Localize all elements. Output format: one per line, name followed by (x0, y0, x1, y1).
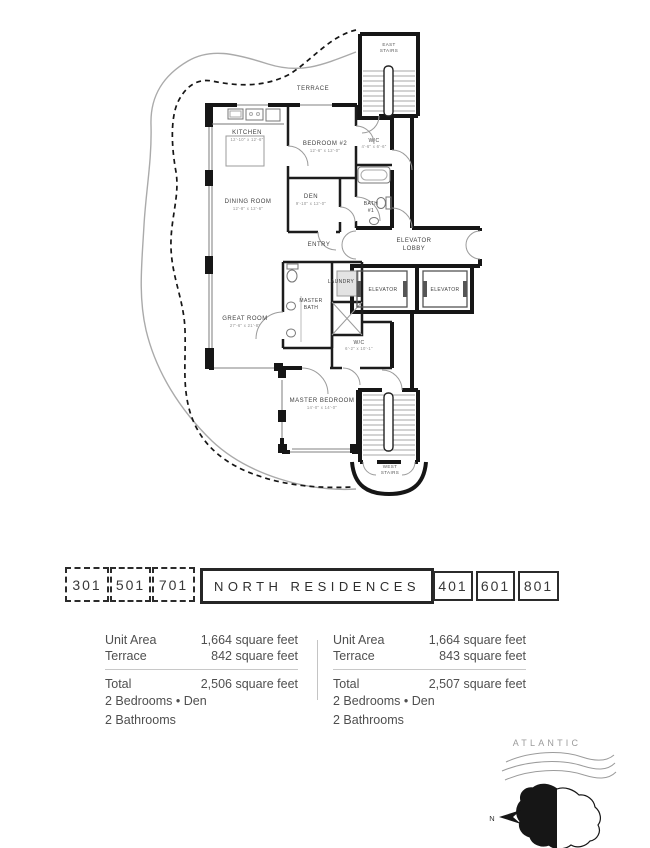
entry-label: ENTRY (308, 242, 331, 248)
bath1-label2: #1 (368, 208, 374, 214)
structural-columns (205, 103, 359, 453)
elevator-a-label: ELEVATOR (368, 287, 397, 293)
elevator-cab-1 (356, 270, 408, 308)
total-area-label: Total (105, 677, 132, 691)
unit-details-left: Unit Area 1,664 square feet Terrace 842 … (105, 632, 298, 730)
bath1-label: BATH (364, 201, 379, 207)
unit-number: 501 (115, 576, 146, 593)
unit-box-601: 601 (476, 571, 515, 601)
room-labels: TERRACE EAST STAIRS KITCHEN 12'-10" x 12… (222, 42, 459, 475)
unit-number: 401 (438, 578, 468, 594)
kitchen-island (225, 135, 265, 167)
master-bedroom-label: MASTER BEDROOM (290, 398, 355, 404)
east-stairs-label2: STAIRS (380, 48, 398, 53)
sink-icon-3 (286, 328, 296, 338)
great-room-dims: 27'-6" x 21'-8" (230, 323, 260, 328)
site-plan-icon (516, 783, 601, 848)
master-bedroom-dims: 14'-0" x 14'-0" (307, 405, 337, 410)
unit-box-501: 501 (110, 567, 151, 602)
fridge-icon (265, 108, 281, 122)
terrace-area-label: Terrace (105, 649, 147, 663)
dining-label: DINING ROOM (225, 199, 272, 205)
columns-divider (317, 640, 318, 700)
elevator-cab-2 (422, 270, 468, 308)
floor-plan-drawing: TERRACE EAST STAIRS KITCHEN 12'-10" x 12… (140, 29, 482, 497)
terrace-area-label: Terrace (333, 649, 375, 663)
west-stairs-label2: STAIRS (381, 470, 399, 475)
cooktop-icon (245, 108, 264, 121)
east-stairs (363, 65, 415, 117)
exterior-walls (209, 32, 482, 497)
total-area-value: 2,507 square feet (428, 677, 526, 691)
total-area-value: 2,506 square feet (200, 677, 298, 691)
sink-icon-2 (286, 301, 296, 311)
bathtub-icon (357, 166, 391, 184)
master-bath-label2: BATH (304, 305, 319, 311)
den-label: DEN (304, 194, 318, 200)
kitchen-dims: 12'-10" x 12'-6" (231, 137, 264, 142)
unit-number: 601 (480, 578, 511, 594)
master-bath-label: MASTER (299, 298, 322, 304)
total-area-label: Total (333, 677, 360, 691)
north-label: N (489, 814, 494, 823)
residences-title-text: NORTH RESIDENCES (213, 578, 421, 594)
details-divider (333, 669, 526, 670)
north-arrow-icon: N (489, 810, 521, 824)
sink-icon (369, 217, 379, 225)
elevator-b-label: ELEVATOR (430, 287, 459, 293)
ocean-waves-icon (501, 752, 617, 781)
wic-lower-dims: 6'-2" x 10'-1" (345, 346, 373, 351)
unit-area-label: Unit Area (333, 633, 385, 647)
unit-box-401: 401 (433, 571, 473, 601)
elevator-lobby-label2: LOBBY (403, 246, 426, 252)
den-dims: 9'-10" x 12'-0" (296, 201, 326, 206)
kitchen-label: KITCHEN (232, 130, 262, 136)
toilet-icon-2 (286, 269, 298, 283)
kitchen-sink-icon (227, 108, 244, 120)
unit-number: 801 (523, 578, 554, 594)
residences-title: NORTH RESIDENCES (200, 568, 434, 604)
bedroom2-dims: 12'-6" x 12'-0" (310, 148, 340, 153)
bedrooms-line: 2 Bedrooms • Den (333, 694, 435, 708)
wic-lower-label: W/C (354, 340, 365, 346)
unit-number: 701 (158, 576, 189, 593)
unit-details-right: Unit Area 1,664 square feet Terrace 843 … (333, 632, 526, 730)
atlantic-label: ATLANTIC (513, 738, 581, 748)
wic-upper-label: W/C (369, 138, 380, 144)
terrace-edge-line (140, 51, 357, 491)
west-stairs-label: WEST (383, 464, 398, 469)
unit-area-value: 1,664 square feet (200, 633, 298, 647)
terrace-area-value: 842 square feet (211, 649, 298, 663)
bathrooms-line: 2 Bathrooms (105, 713, 176, 727)
east-stairs-label: EAST (382, 42, 395, 47)
west-stairs (363, 392, 415, 456)
unit-area-value: 1,664 square feet (428, 633, 526, 647)
interior-walls (281, 107, 392, 370)
bedrooms-line: 2 Bedrooms • Den (105, 694, 207, 708)
laundry-label: LAUNDRY (328, 279, 355, 285)
wic-upper-dims: 4'-6" x 6'-6" (362, 144, 387, 149)
door-arcs (255, 115, 481, 476)
unit-box-801: 801 (518, 571, 559, 601)
terrace-label: TERRACE (297, 86, 329, 92)
terrace-area-value: 843 square feet (439, 649, 526, 663)
unit-area-label: Unit Area (105, 633, 157, 647)
elevator-lobby-label: ELEVATOR (396, 238, 431, 244)
property-dashed-line (170, 29, 357, 489)
toilet-icon (376, 197, 386, 209)
great-room-label: GREAT ROOM (222, 316, 267, 322)
unit-box-301: 301 (65, 567, 109, 602)
bathrooms-line: 2 Bathrooms (333, 713, 404, 727)
toilet-tank-2 (286, 263, 299, 270)
unit-number: 301 (72, 576, 102, 593)
unit-box-701: 701 (152, 567, 195, 602)
dining-dims: 12'-8" x 12'-6" (233, 206, 263, 211)
bedroom2-label: BEDROOM #2 (303, 141, 348, 147)
details-divider (105, 669, 298, 670)
window-walls (208, 104, 352, 453)
fixtures (212, 108, 468, 342)
terrace-boundary (140, 29, 357, 491)
site-compass: ATLANTIC N (489, 738, 617, 848)
